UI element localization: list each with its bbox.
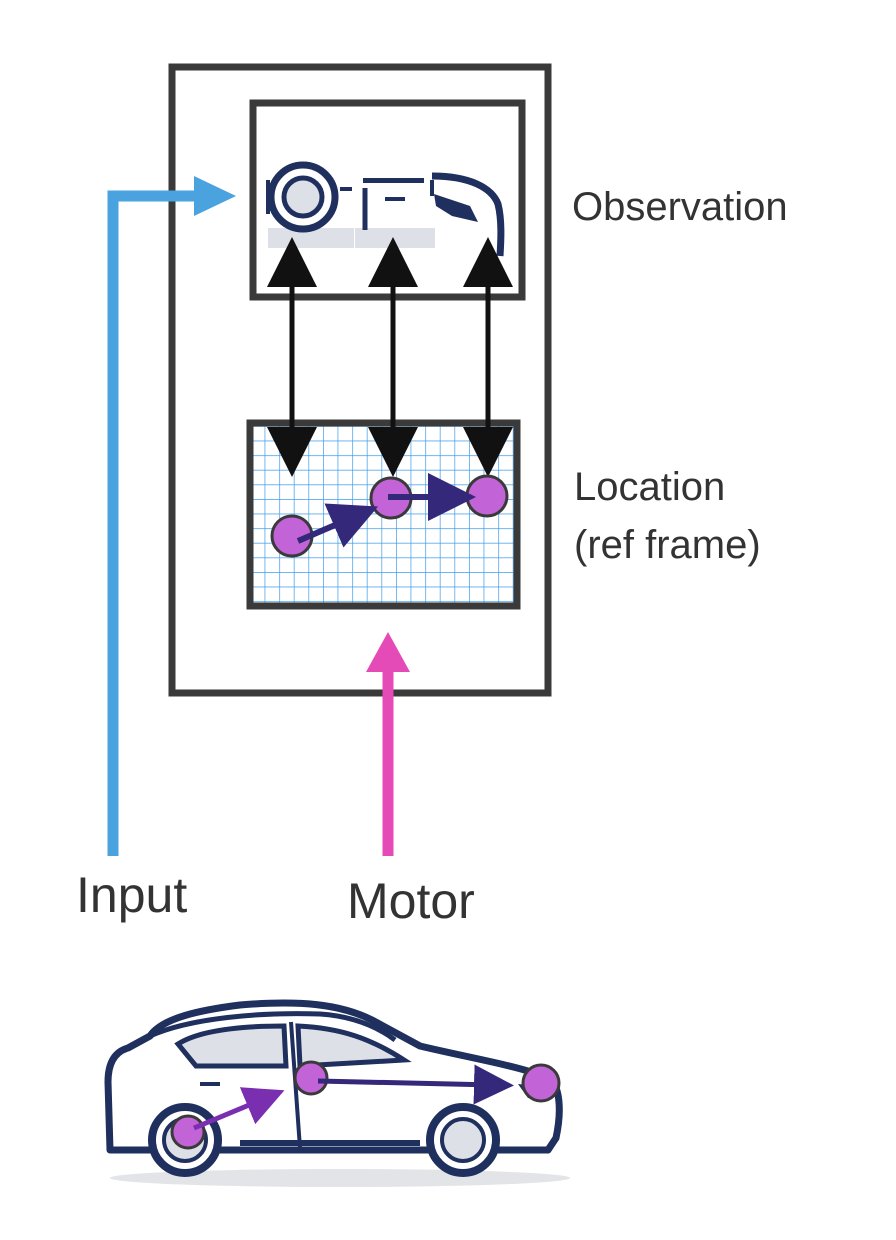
location-label-line1: Location	[574, 465, 725, 509]
wheel-fragment-icon	[266, 161, 354, 248]
car-location-dot-3	[521, 1063, 561, 1103]
motor-arrowhead	[366, 632, 410, 672]
car-movement-arrow-1	[193, 1087, 285, 1131]
movement-arrow-1	[296, 503, 379, 548]
suv-car-icon	[104, 999, 570, 1187]
input-label: Input	[76, 867, 187, 923]
location-label-line2: (ref frame)	[574, 523, 761, 567]
input-arrowhead	[194, 176, 236, 216]
location-dot-3	[465, 474, 509, 518]
observation-label: Observation	[572, 185, 788, 229]
car-location-dot-1	[170, 1114, 206, 1150]
car-location-dot-2	[293, 1060, 329, 1096]
cortical-column-box	[168, 63, 552, 697]
motor-label: Motor	[347, 873, 475, 929]
car-movement-arrow-2	[317, 1064, 514, 1105]
input-arrow	[107, 190, 198, 856]
